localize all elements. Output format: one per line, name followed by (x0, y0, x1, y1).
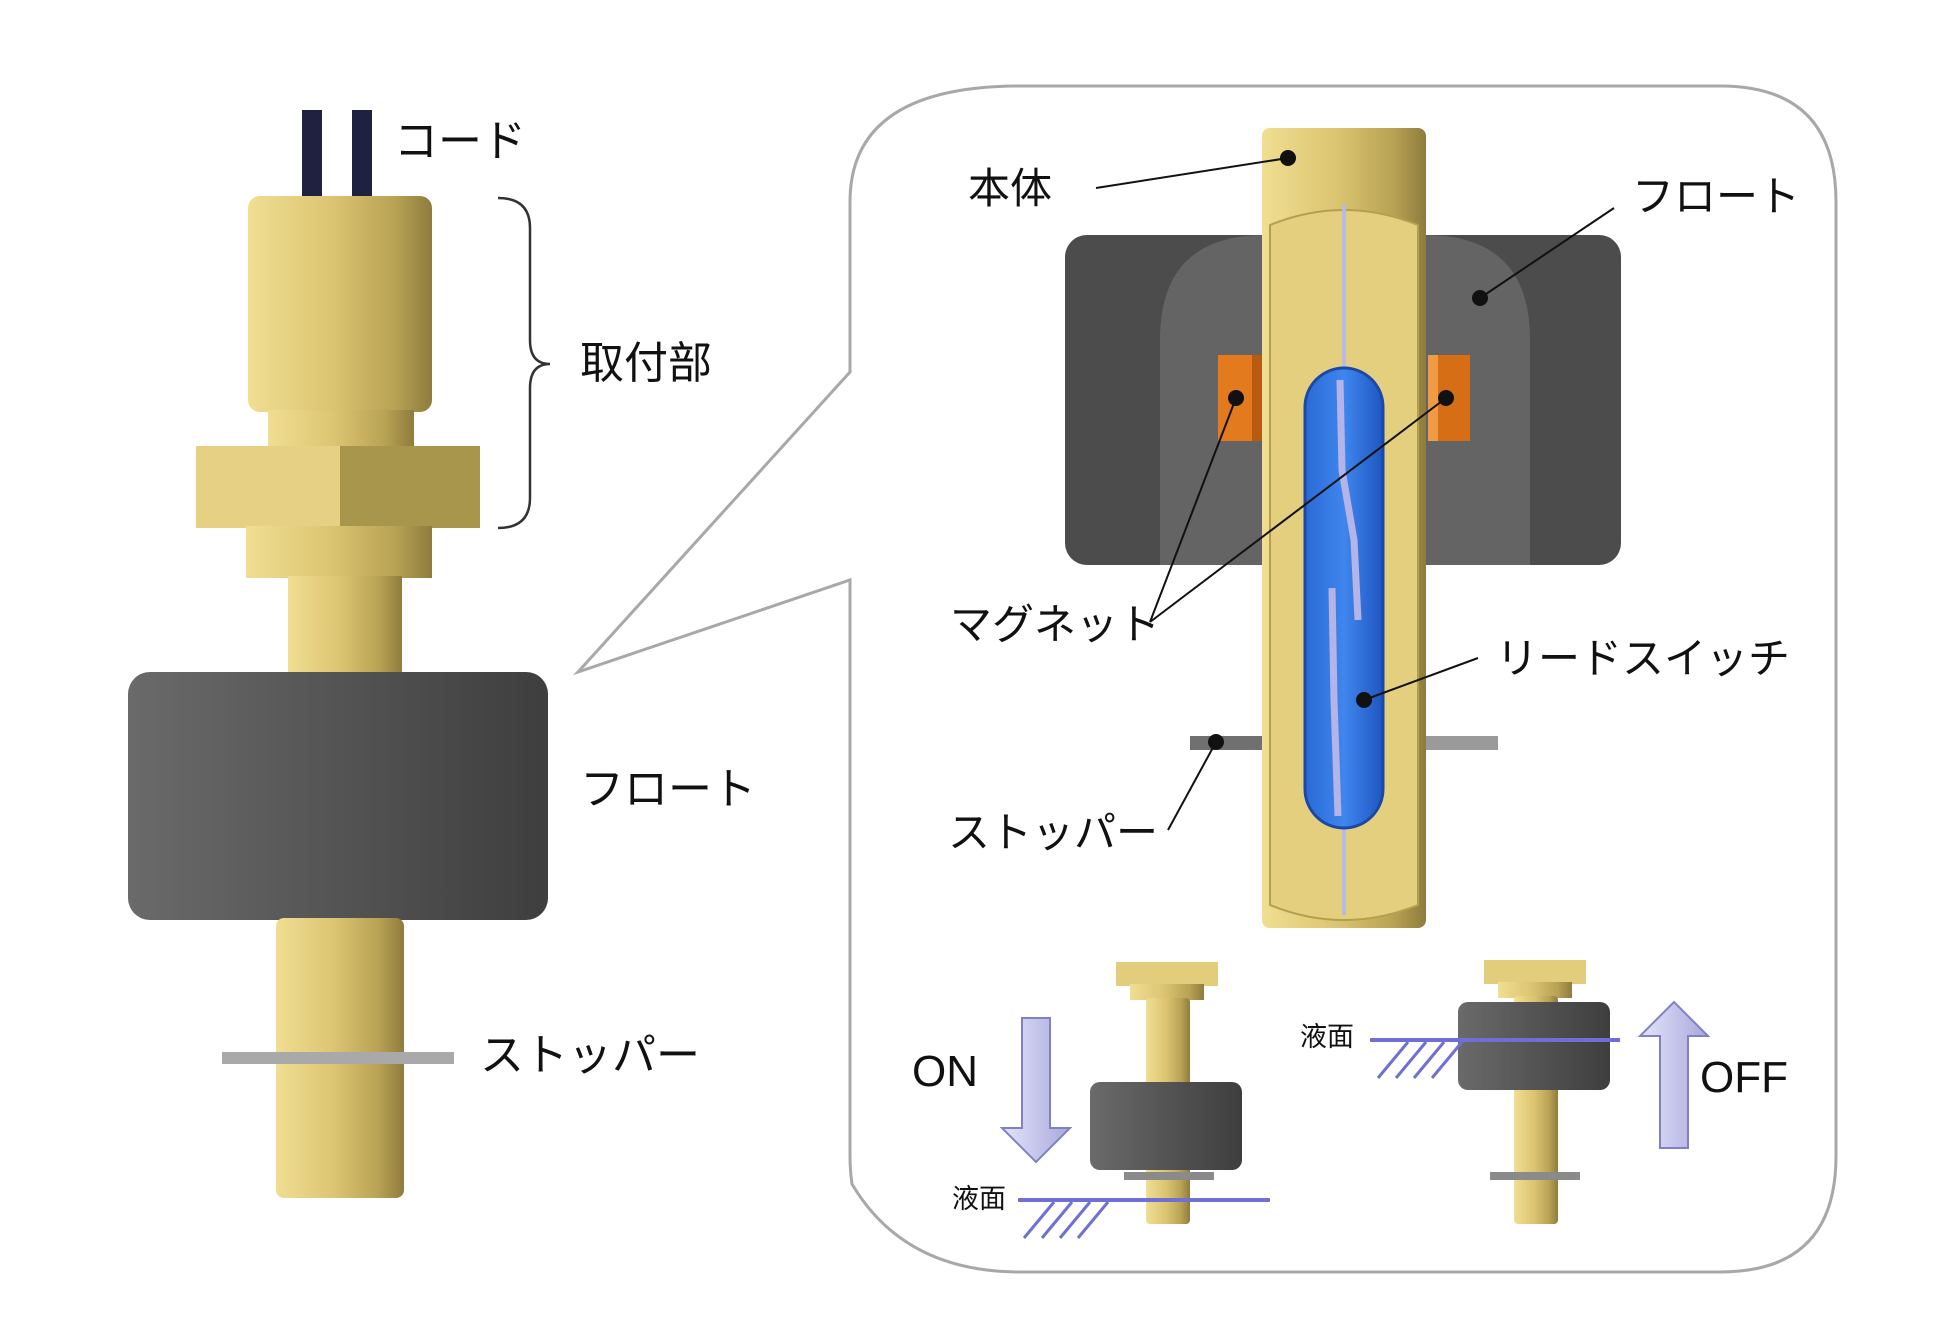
leader-float (1479, 207, 1615, 299)
off-hatch-1 (1376, 1041, 1410, 1079)
on-cap-neck (1130, 984, 1204, 1000)
off-cap-neck (1498, 982, 1572, 998)
label-off: OFF (1700, 1053, 1788, 1102)
label-body: 本体 (968, 164, 1053, 213)
label-float-left: フロート (580, 764, 756, 815)
leader-stopper (1167, 741, 1217, 831)
magnet-right-shade (1428, 355, 1438, 441)
hex-nut-left-face (196, 446, 340, 528)
stopper-cutaway-left (1190, 736, 1262, 750)
off-stopper (1490, 1172, 1580, 1180)
on-hatch-1 (1022, 1201, 1056, 1239)
on-float (1090, 1082, 1242, 1170)
float-left (128, 672, 548, 920)
label-cord: コード (394, 116, 526, 167)
dot-body (1280, 150, 1296, 166)
dot-stopper (1208, 734, 1224, 750)
leader-dots (1208, 150, 1488, 750)
off-hatch-4 (1430, 1041, 1464, 1079)
cord-wire-right (352, 110, 372, 202)
dot-float (1472, 290, 1488, 306)
label-float-detail: フロート (1632, 172, 1801, 221)
on-stopper (1124, 1172, 1214, 1180)
leader-lines (1095, 157, 1615, 831)
off-hatch-3 (1412, 1041, 1446, 1079)
off-float (1458, 1002, 1610, 1090)
mount-bracket (497, 196, 551, 530)
on-cap (1116, 962, 1218, 986)
leader-reed (1363, 657, 1479, 701)
off-state-illustration (1370, 960, 1711, 1224)
down-arrow (999, 1017, 1073, 1164)
stopper-left (222, 1052, 454, 1064)
leader-body (1095, 157, 1289, 189)
off-hatch-2 (1394, 1041, 1428, 1079)
label-reed-switch: リードスイッチ (1496, 634, 1791, 683)
stopper-cutaway-right (1426, 736, 1498, 750)
cutaway-illustration (1065, 128, 1621, 928)
mount-neck (268, 410, 414, 448)
hex-nut-right-face (340, 446, 480, 528)
on-hatch-4 (1076, 1201, 1110, 1239)
up-arrow (1637, 1000, 1711, 1149)
dot-magnet-right (1438, 390, 1454, 406)
dot-reed (1356, 692, 1372, 708)
leader-magnet-right (1149, 397, 1447, 623)
leader-magnet-left (1149, 397, 1237, 623)
stem-upper (288, 576, 402, 676)
on-hatch-3 (1058, 1201, 1092, 1239)
label-on: ON (912, 1047, 978, 1096)
label-liquid-surface-on: 液面 (952, 1184, 1006, 1215)
label-liquid-surface-off: 液面 (1300, 1022, 1354, 1053)
mount-lower-body (246, 526, 432, 578)
on-hatch-2 (1040, 1201, 1074, 1239)
dot-magnet-left (1228, 390, 1244, 406)
reed-contact-lower (1328, 587, 1342, 817)
left-switch-illustration (128, 110, 551, 1198)
reed-contact-upper (1336, 379, 1362, 621)
mount-upper-body (248, 196, 432, 412)
label-magnet: マグネット (950, 600, 1161, 649)
label-stopper-detail: ストッパー (948, 808, 1159, 857)
label-stopper-left: ストッパー (480, 1030, 700, 1081)
off-cap (1484, 960, 1586, 984)
label-mount: 取付部 (580, 338, 712, 389)
on-state-illustration (999, 962, 1270, 1239)
magnet-left-shade (1252, 355, 1262, 441)
cord-wire-left (302, 110, 322, 202)
reed-switch-glass (1303, 366, 1385, 830)
